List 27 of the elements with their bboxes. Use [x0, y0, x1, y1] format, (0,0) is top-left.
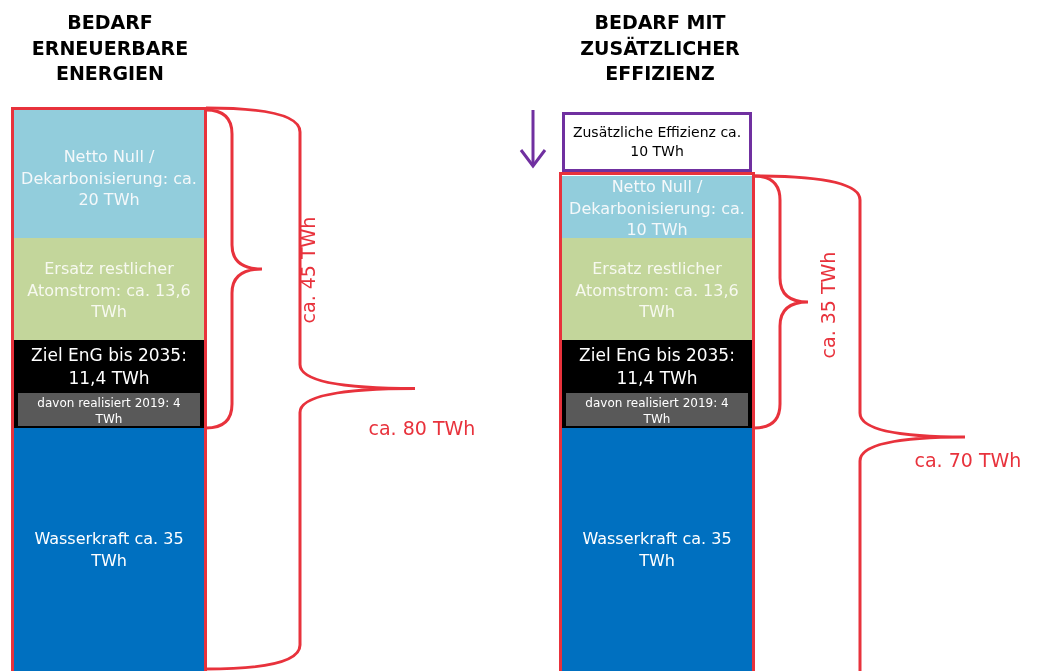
segment-label: Netto Null / Dekarbonisierung: ca. 10 TWh — [568, 176, 746, 241]
bar-segment — [566, 393, 748, 426]
brace-label: ca. 80 TWh — [368, 417, 476, 439]
segment-label: Wasserkraft ca. 35 TWh — [581, 528, 733, 572]
bar-segment — [562, 340, 752, 428]
bar-segment — [562, 238, 752, 340]
segment-label: Ersatz restlicher Atomstrom: ca. 13,6 TWh — [26, 258, 192, 323]
column-heading: BEDARF ERNEUERBARE ENERGIEN — [30, 10, 190, 87]
bar-segment — [14, 340, 204, 428]
segment-label: Ziel EnG bis 2035: 11,4 TWh — [30, 344, 188, 390]
segment-label: davon realisiert 2019: 4 TWh — [36, 395, 182, 428]
bar-segment — [562, 428, 752, 671]
brace-label: ca. 35 TWh — [816, 251, 839, 359]
bar-segment — [14, 110, 204, 238]
bar-segment — [18, 393, 200, 426]
segment-label: Netto Null / Dekarbonisierung: ca. 20 TWh — [20, 146, 198, 211]
brace-label: ca. 70 TWh — [914, 449, 1022, 471]
segment-label: Zusätzliche Effizienz ca. 10 TWh — [571, 123, 743, 161]
segment-label: Ersatz restlicher Atomstrom: ca. 13,6 TWh — [574, 258, 740, 323]
bar-segment — [14, 238, 204, 340]
bar-segment — [14, 428, 204, 671]
effect-box — [562, 112, 752, 172]
segment-label: Ziel EnG bis 2035: 11,4 TWh — [578, 344, 736, 390]
segment-label: davon realisiert 2019: 4 TWh — [584, 395, 730, 428]
brace-label: ca. 45 TWh — [296, 216, 319, 324]
column-heading: BEDARF MIT ZUSÄTZLICHER EFFIZIENZ — [579, 10, 741, 87]
segment-label: Wasserkraft ca. 35 TWh — [33, 528, 185, 572]
